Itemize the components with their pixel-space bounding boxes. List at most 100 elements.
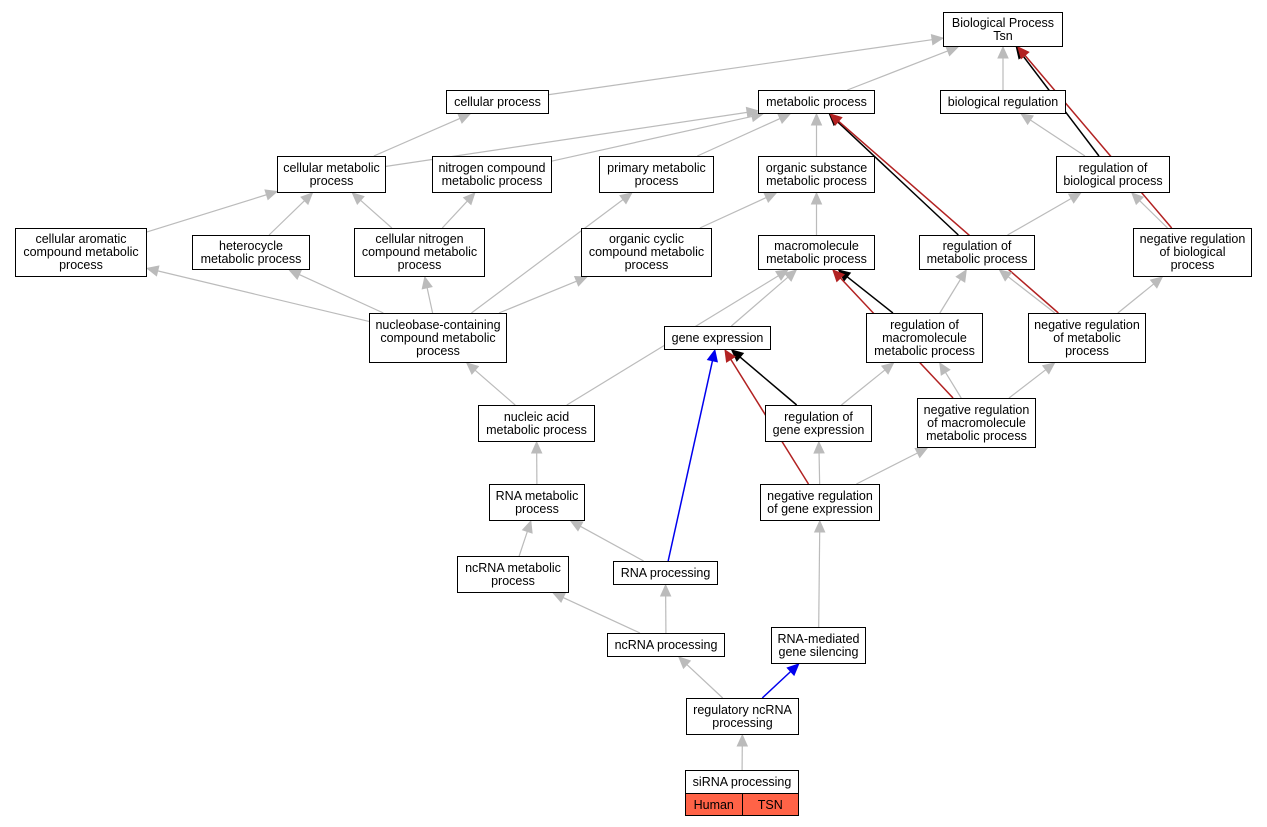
edge-arrowhead [1130, 192, 1145, 206]
node-label-line: of metabolic [1053, 330, 1121, 345]
node-sirna-processing[interactable]: siRNA processing [685, 770, 799, 793]
node-metabolic-process[interactable]: metabolic process [758, 90, 875, 114]
edge-neg-reg-gene-expression-to-reg-gene-expression [813, 440, 825, 485]
edge-arrowhead [1149, 276, 1164, 289]
node-gene-expression[interactable]: gene expression [664, 326, 771, 350]
edge-arrowhead [677, 656, 692, 670]
edge-neg-reg-metabolic-to-reg-metabolic [998, 269, 1056, 314]
node-label-line: siRNA processing [692, 774, 792, 789]
node-label-line: regulation of [942, 238, 1012, 253]
edge-arrowhead [573, 276, 588, 287]
edge-arrowhead [552, 592, 567, 604]
node-label-line: biological regulation [947, 94, 1059, 109]
edge-nucleobase-to-cellular-nitrogen [421, 275, 434, 314]
node-label-line: metabolic process [766, 94, 867, 109]
edge-line [580, 525, 644, 562]
edge-nucleobase-to-heterocycle [288, 269, 384, 314]
edge-line [836, 120, 959, 236]
edge-arrowhead [763, 192, 778, 204]
edge-line [498, 280, 577, 314]
edge-line [268, 200, 305, 236]
node-label-line: Biological Process [951, 15, 1055, 30]
node-label-line: regulation of [890, 317, 959, 332]
edge-arrowhead [724, 348, 736, 363]
edge-nucleobase-to-primary-metabolic [471, 192, 633, 314]
node-label-line: RNA metabolic [495, 488, 579, 503]
node-cellular-process[interactable]: cellular process [446, 90, 549, 114]
node-label-line: gene expression [671, 330, 764, 345]
edge-neg-reg-gene-expression-to-neg-reg-macromolecule [856, 447, 929, 485]
edge-line [1024, 54, 1173, 229]
node-ncrna-processing[interactable]: ncRNA processing [607, 633, 725, 657]
edge-arrowhead [880, 362, 895, 375]
edge-sirna-processing-to-regulatory-ncrna [736, 733, 749, 771]
edge-rna-metabolic-to-nucleic-acid [530, 440, 543, 485]
edge-reg-gene-expression-to-gene-expression [730, 349, 798, 406]
edge-rna-processing-to-gene-expression [667, 348, 719, 562]
edge-arrowhead [777, 113, 792, 125]
edge-line [818, 452, 821, 485]
edge-line [846, 276, 894, 314]
edge-arrowhead [730, 349, 745, 362]
edge-line [847, 50, 948, 91]
edge-arrowhead [1041, 362, 1056, 375]
edge-arrowhead [829, 113, 843, 126]
edge-ncrna-metabolic-to-rna-metabolic [518, 519, 533, 557]
edge-nucleobase-to-cellular-aromatic [145, 265, 370, 323]
edge-primary-metabolic-to-metabolic-process [697, 113, 792, 157]
edge-cellular-process-to-root [548, 34, 945, 96]
edge-arrowhead [521, 519, 533, 534]
node-label-line: nitrogen compound [438, 160, 546, 175]
edge-line [1117, 283, 1155, 314]
node-rna-processing[interactable]: RNA processing [613, 561, 718, 585]
edge-line [1007, 276, 1056, 314]
node-label-line: process [59, 258, 103, 272]
node-label-line: metabolic process [926, 251, 1028, 266]
edge-nucleobase-to-organic-cyclic [498, 276, 588, 314]
edge-rna-processing-to-rna-metabolic [569, 520, 644, 562]
node-label-line: compound metabolic [361, 245, 478, 259]
edge-line [686, 664, 724, 699]
edge-arrowhead [569, 520, 584, 532]
edge-arrowhead [288, 269, 303, 281]
node-biological-regulation[interactable]: biological regulation [940, 90, 1066, 114]
edge-gene-expression-to-macromolecule [731, 269, 798, 327]
edge-line [157, 270, 370, 323]
edge-line [548, 39, 933, 96]
node-label-line: negative regulation [923, 402, 1030, 417]
edge-line [841, 369, 886, 406]
edge-arrowhead [457, 113, 472, 124]
node-label-line: process [1170, 258, 1215, 272]
node-label-line: metabolic process [926, 428, 1027, 443]
edge-arrowhead [810, 191, 823, 205]
edge-line [945, 372, 962, 399]
edge-arrowhead [462, 192, 476, 206]
edge-line [699, 197, 767, 229]
edge-line [146, 194, 267, 233]
node-label-line: cellular process [454, 94, 541, 109]
